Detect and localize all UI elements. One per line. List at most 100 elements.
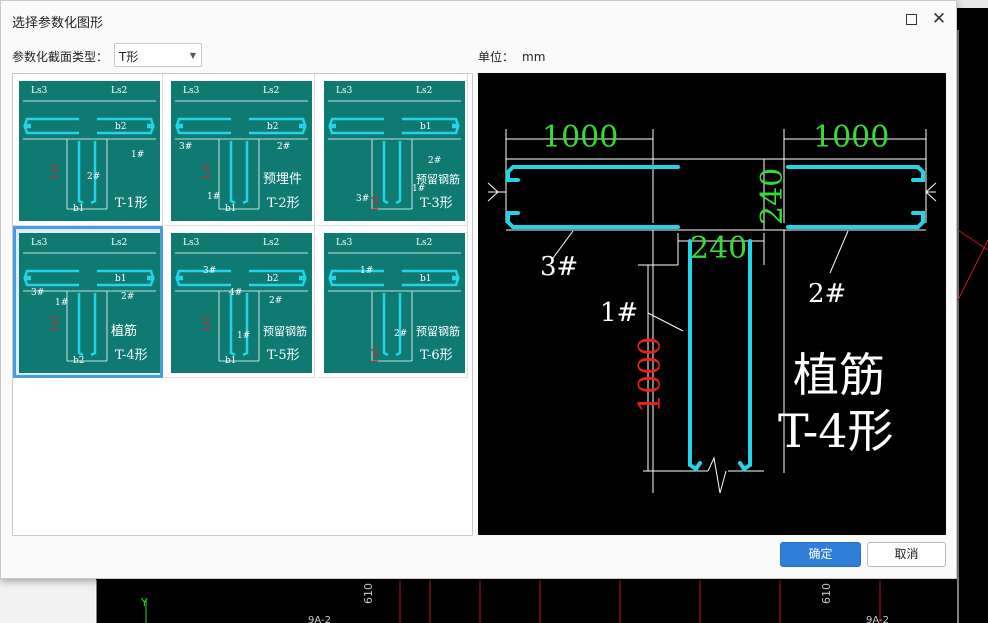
- shape-preview: 3# 2# 1# 植筋 T-4形 1000 1000 240 240 1000: [478, 73, 946, 535]
- thumb-dim-label: Ls1: [202, 163, 212, 179]
- unit-value: mm: [522, 50, 546, 64]
- thumb-dim-label: Ls1: [50, 163, 60, 179]
- thumb-dim-label: Ls3: [31, 238, 48, 248]
- thumb-bar-label: 4#: [229, 288, 242, 298]
- bg-label-3: 9A-2: [308, 615, 331, 623]
- thumb-dim-label: Ls3: [183, 238, 200, 248]
- thumb-dim-label: Ls2: [416, 86, 432, 96]
- preview-dim-right: 1000: [813, 120, 889, 155]
- t5-diagram: Ls3 Ls2 b2 b1 Ls1 3# 4# 2# 1# 预留钢筋 T-5形: [171, 233, 312, 373]
- preview-kind-label: 植筋: [793, 348, 885, 402]
- maximize-icon: [906, 14, 917, 25]
- thumb-dim-label: Ls1: [202, 315, 212, 331]
- thumb-dim-label: b1: [225, 204, 237, 214]
- thumb-bar-label: 3#: [179, 142, 192, 152]
- close-icon: ✕: [931, 9, 947, 29]
- thumb-dim-label: b1: [420, 274, 432, 284]
- thumb-dim-label: Ls1: [371, 347, 381, 363]
- thumb-dim-label: b1: [420, 122, 432, 132]
- thumb-dim-label: b1: [225, 356, 237, 366]
- thumb-dim-label: Ls3: [336, 86, 353, 96]
- thumb-bar-label: 1#: [412, 184, 425, 194]
- preview-diagram: 3# 2# 1# 植筋 T-4形 1000 1000 240 240 1000: [487, 120, 937, 494]
- section-type-label: 参数化截面类型：: [12, 50, 109, 64]
- thumb-bar-label: 2#: [121, 292, 134, 302]
- thumb-dim-label: Ls2: [111, 86, 127, 96]
- preview-bar-3: 3#: [540, 252, 578, 282]
- section-type-select[interactable]: T形 ▼: [114, 43, 202, 67]
- t4-diagram: Ls3 Ls2 b1 b2 Ls1 3# 1# 2# 植筋 T-4形: [19, 233, 160, 373]
- thumb-dim-label: b1: [115, 274, 127, 284]
- thumb-dim-label: Ls1: [50, 315, 60, 331]
- thumb-kind-label: 预留钢筋: [416, 172, 460, 186]
- section-type-value: T形: [119, 50, 139, 64]
- thumb-dim-label: Ls2: [263, 86, 279, 96]
- thumb-caption: T-3形: [420, 196, 453, 211]
- thumb-bg: [19, 233, 160, 373]
- bg-label-4: 9A-2: [866, 615, 889, 623]
- thumb-bar-label: 3#: [31, 288, 44, 298]
- thumb-bg: [171, 81, 312, 221]
- bg-label-1: 610: [362, 583, 375, 604]
- thumb-bg: [19, 81, 160, 221]
- thumb-bar-label: 1#: [131, 150, 144, 160]
- close-button[interactable]: ✕: [931, 9, 947, 29]
- thumb-dim-label: b2: [115, 122, 127, 132]
- ok-button[interactable]: 确定: [780, 542, 861, 567]
- cancel-button[interactable]: 取消: [867, 542, 946, 567]
- thumb-kind-label: 植筋: [111, 323, 137, 339]
- thumb-dim-label: b1: [73, 204, 85, 214]
- thumb-bar-label: 2#: [87, 172, 100, 182]
- thumb-bar-label: 2#: [394, 329, 407, 339]
- preview-bar-2: 2#: [808, 279, 846, 309]
- preview-bar-1: 1#: [600, 298, 638, 328]
- thumb-caption: T-4形: [115, 348, 148, 363]
- bg-label-2: 610: [820, 583, 833, 604]
- thumb-bar-label: 1#: [55, 298, 68, 308]
- preview-dim-flange: 240: [755, 168, 790, 225]
- thumb-dim-label: Ls3: [183, 86, 200, 96]
- thumb-dim-label: Ls2: [111, 238, 127, 248]
- preview-dim-height: 1000: [633, 337, 668, 413]
- thumb-caption: T-1形: [115, 196, 148, 211]
- thumb-dim-label: Ls2: [416, 238, 432, 248]
- thumb-dim-label: b2: [267, 274, 279, 284]
- thumbnail-t5[interactable]: Ls3 Ls2 b2 b1 Ls1 3# 4# 2# 1# 预留钢筋 T-5形: [165, 226, 315, 378]
- unit-display: 单位：mm: [478, 48, 545, 65]
- thumb-bg: [324, 81, 465, 221]
- thumb-kind-label: 预留钢筋: [263, 324, 307, 338]
- thumb-bg: [171, 233, 312, 373]
- thumb-kind-label: 预留钢筋: [416, 324, 460, 338]
- thumb-bar-label: 1#: [360, 266, 373, 276]
- thumb-bar-label: 2#: [277, 142, 290, 152]
- preview-caption: T-4形: [778, 404, 894, 458]
- thumb-bar-label: 3#: [356, 194, 369, 204]
- thumb-dim-label: Ls1: [371, 195, 381, 211]
- thumb-bar-label: 2#: [269, 296, 282, 306]
- preview-dim-left: 1000: [542, 120, 618, 155]
- thumb-kind-label: 预埋件: [263, 172, 302, 187]
- maximize-button[interactable]: [903, 11, 919, 27]
- thumb-dim-label: b2: [267, 122, 279, 132]
- thumb-dim-label: b2: [73, 356, 85, 366]
- thumb-caption: T-6形: [420, 348, 453, 363]
- thumb-bar-label: 1#: [207, 192, 220, 202]
- thumb-bg: [324, 233, 465, 373]
- thumb-bar-label: 2#: [428, 156, 441, 166]
- preview-dim-web: 240: [690, 231, 747, 266]
- dialog-title: 选择参数化图形: [12, 16, 104, 31]
- thumb-bar-label: 3#: [203, 266, 216, 276]
- thumb-bar-label: 1#: [237, 331, 250, 341]
- thumb-caption: T-5形: [267, 348, 300, 363]
- thumbnail-t4[interactable]: Ls3 Ls2 b1 b2 Ls1 3# 1# 2# 植筋 T-4形: [13, 226, 163, 378]
- thumb-dim-label: Ls2: [263, 238, 279, 248]
